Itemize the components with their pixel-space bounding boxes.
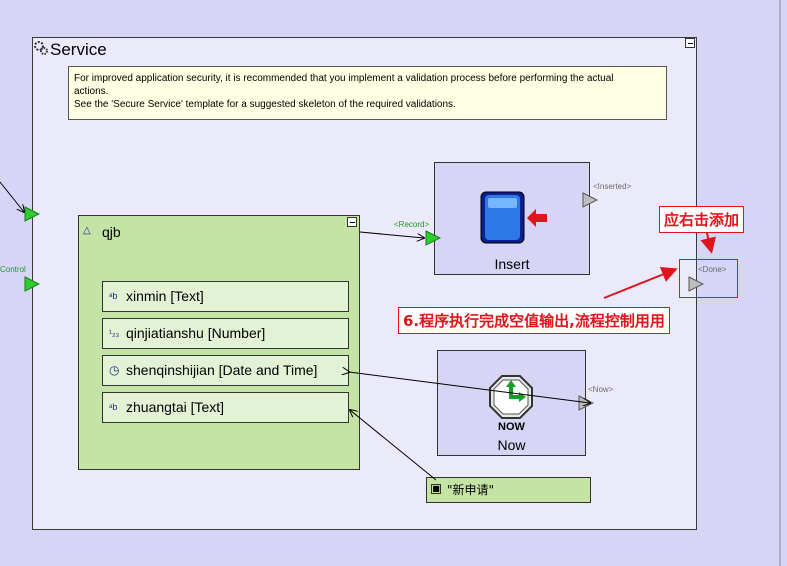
- constant-value: "新申请": [447, 483, 495, 497]
- database-icon: [480, 191, 526, 250]
- annotation-step6: 6.程序执行完成空值输出,流程控制用用: [398, 307, 670, 334]
- inserted-port-label: <Inserted>: [593, 182, 632, 191]
- field-label: shenqinshijian [Date and Time]: [126, 362, 318, 378]
- record-port-label: <Record>: [394, 220, 430, 229]
- insert-arrow-icon: [527, 209, 547, 232]
- insert-block[interactable]: Insert: [434, 162, 590, 275]
- record-collapse-button[interactable]: [347, 217, 357, 227]
- service-collapse-button[interactable]: [685, 38, 695, 48]
- note-line: See the 'Secure Service' template for a …: [74, 99, 456, 110]
- now-clock-icon: [489, 375, 533, 424]
- field-label: qinjiatianshu [Number]: [126, 325, 266, 341]
- clock-icon: ◷: [109, 363, 120, 377]
- now-label: Now: [497, 437, 526, 453]
- control-port-triangle[interactable]: [24, 276, 41, 297]
- field-zhuangtai[interactable]: ᵃb zhuangtai [Text]: [102, 392, 349, 423]
- record-port-triangle[interactable]: [425, 230, 442, 251]
- done-port-label: <Done>: [698, 265, 727, 274]
- insert-label: Insert: [494, 256, 530, 272]
- now-icon-text: NOW: [498, 421, 525, 433]
- record-name: qjb: [102, 224, 121, 240]
- field-shenqinshijian[interactable]: ◷ shenqinshijian [Date and Time]: [102, 355, 349, 386]
- field-label: xinmin [Text]: [126, 288, 204, 304]
- note-line: For improved application security, it is…: [74, 73, 614, 84]
- done-port-triangle[interactable]: [688, 276, 705, 297]
- now-block[interactable]: NOW Now: [437, 350, 586, 456]
- record-icon: △: [83, 225, 91, 236]
- input-port-triangle[interactable]: [24, 206, 41, 227]
- done-port-highlight: [679, 259, 738, 298]
- now-port-triangle[interactable]: [578, 395, 595, 416]
- annotation-right-click: 应右击添加: [659, 206, 745, 233]
- gear-icon: [33, 40, 49, 56]
- number-type-icon: ¹₂₃: [109, 328, 120, 338]
- text-type-icon: ᵃb: [109, 402, 118, 412]
- text-type-icon: ᵃb: [109, 291, 118, 301]
- field-xinmin[interactable]: ᵃb xinmin [Text]: [102, 281, 349, 312]
- security-note: For improved application security, it is…: [68, 66, 667, 120]
- service-title: Service: [50, 40, 107, 59]
- inserted-port-triangle[interactable]: [582, 192, 599, 213]
- constant-icon: ■: [431, 484, 441, 494]
- note-line: actions.: [74, 86, 109, 97]
- field-label: zhuangtai [Text]: [126, 399, 225, 415]
- control-port-label: Control: [0, 265, 26, 274]
- constant-block[interactable]: ■ "新申请": [426, 477, 591, 503]
- now-port-label: <Now>: [588, 385, 614, 394]
- field-qinjiatianshu[interactable]: ¹₂₃ qinjiatianshu [Number]: [102, 318, 349, 349]
